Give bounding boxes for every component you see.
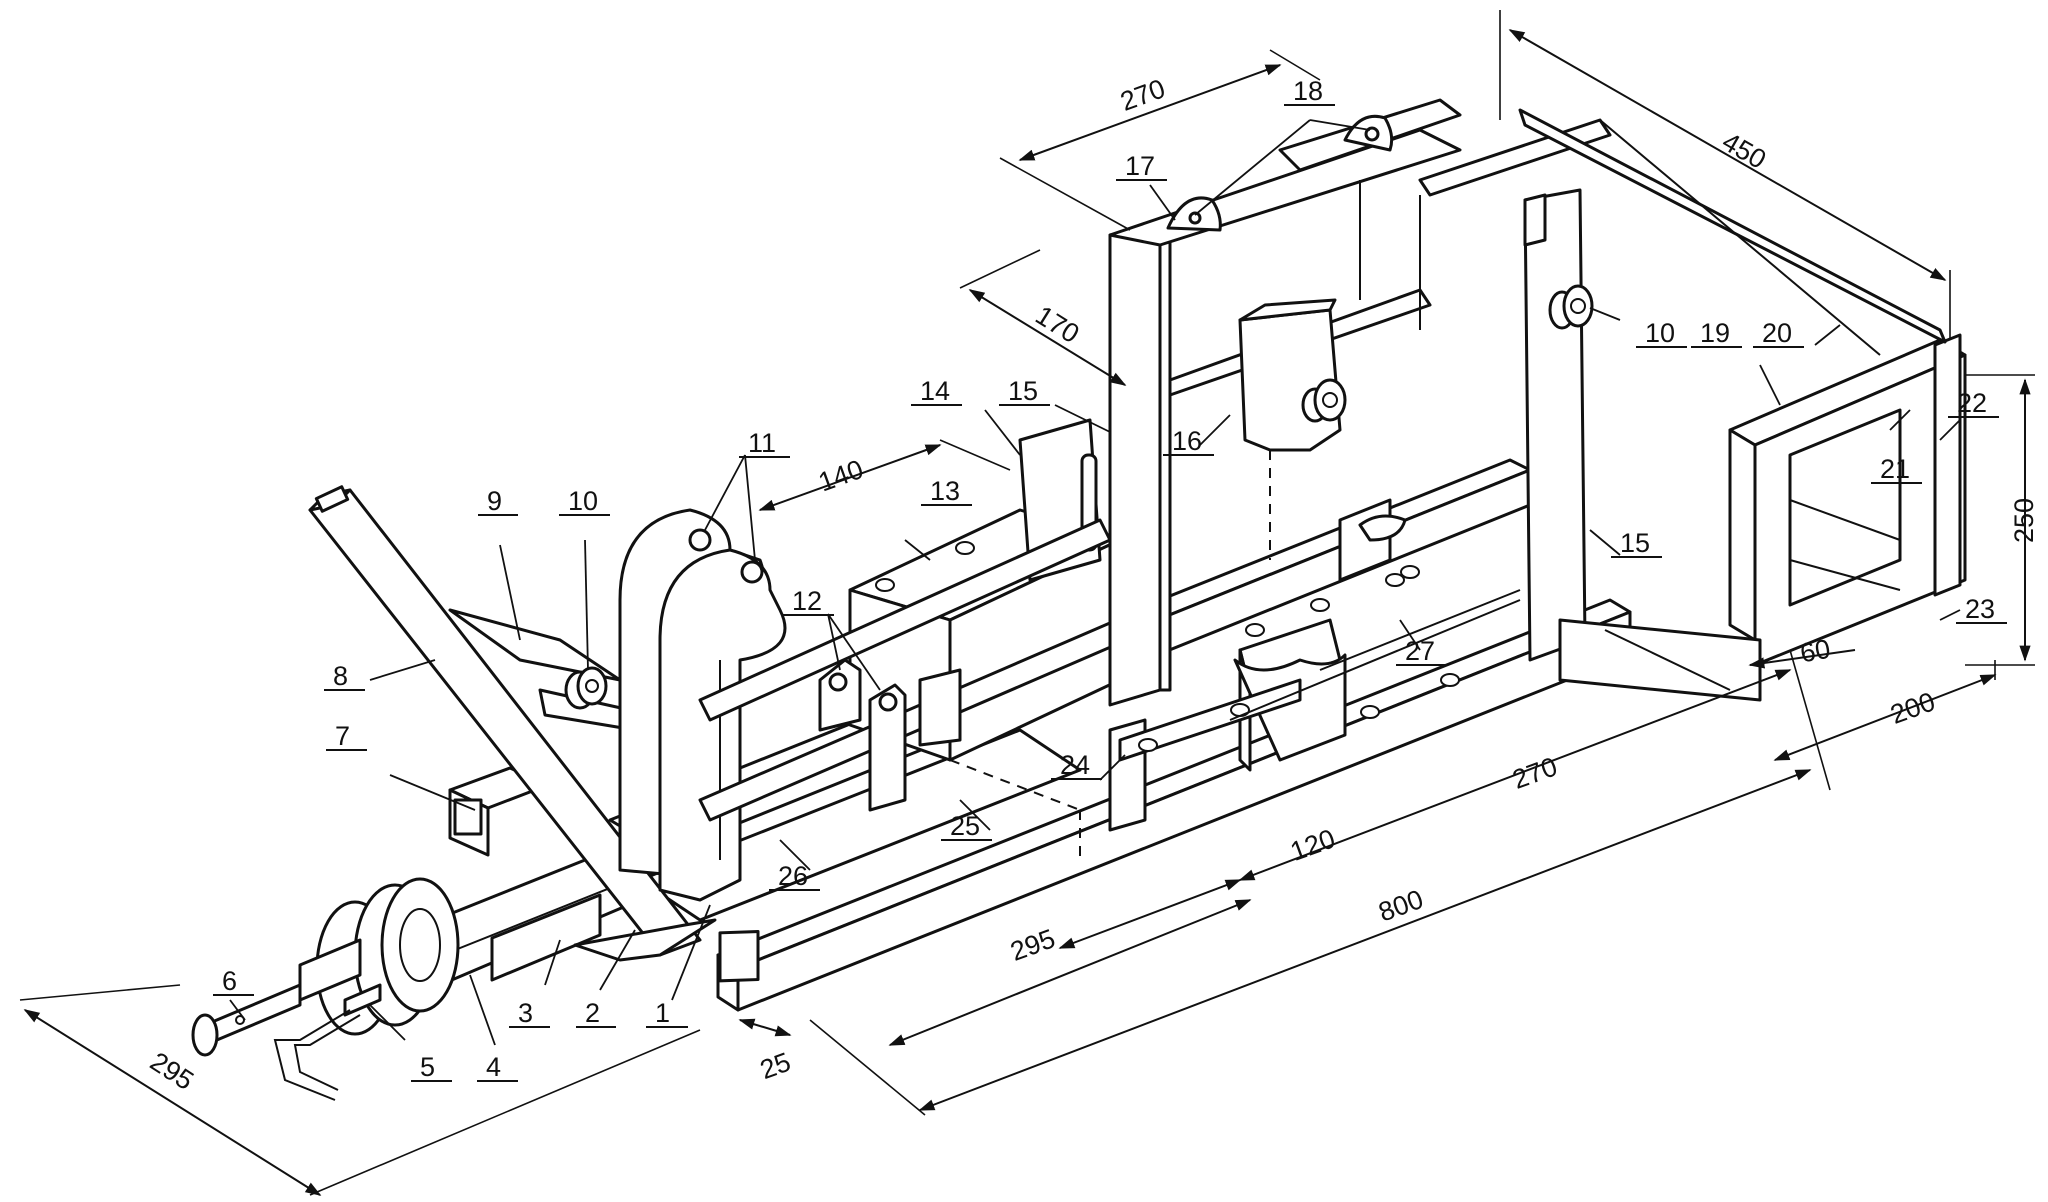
mid-frame: [698, 418, 1152, 822]
callout-10-right: 10: [1645, 318, 1675, 348]
dim-170: 170: [1030, 300, 1084, 349]
dim-295-mid: 295: [1006, 923, 1059, 967]
callout-9: 9: [487, 486, 502, 516]
callout-4: 4: [486, 1052, 501, 1082]
dim-60: 60: [1798, 634, 1833, 669]
callout-23: 23: [1965, 594, 1995, 624]
dim-295-left: 295: [145, 1046, 199, 1096]
callout-2: 2: [585, 998, 600, 1028]
dim-800: 800: [1375, 884, 1428, 928]
dim-270-bottom: 270: [1509, 751, 1562, 795]
callout-5: 5: [420, 1052, 435, 1082]
callout-10-left: 10: [568, 486, 598, 516]
dim-200: 200: [1886, 686, 1939, 730]
callout-6: 6: [222, 966, 237, 996]
dim-25: 25: [756, 1047, 794, 1085]
callout-21: 21: [1880, 454, 1910, 484]
callout-11: 11: [748, 428, 776, 458]
callout-1: 1: [655, 998, 670, 1028]
callout-3: 3: [518, 998, 533, 1028]
callout-7: 7: [335, 721, 350, 751]
callout-26: 26: [778, 861, 808, 891]
callout-22: 22: [1957, 388, 1987, 418]
callout-18: 18: [1293, 76, 1323, 106]
lever: [308, 485, 717, 962]
dim-140: 140: [815, 454, 868, 498]
callout-19: 20: [1762, 318, 1792, 348]
callout-17: 17: [1125, 151, 1155, 181]
callout-13: 13: [930, 476, 960, 506]
callout-15-right: 15: [1620, 528, 1650, 558]
callout-12: 12: [792, 586, 822, 616]
arch-brackets: [618, 508, 787, 902]
callout-25: 25: [950, 811, 980, 841]
callout-20: 19: [1700, 318, 1730, 348]
press-plate: [1238, 298, 1347, 560]
leader-lines: [229, 119, 1961, 1046]
callout-16: 16: [1172, 426, 1202, 456]
dim-270-top: 270: [1116, 73, 1169, 117]
callout-14: 14: [920, 376, 950, 406]
callout-labels: 1 2 3 4 5 6 7 8 9 10 11 12 13 14 15 15 1…: [213, 76, 2007, 1082]
dim-450: 450: [1717, 126, 1771, 175]
callout-15-left: 15: [1008, 376, 1038, 406]
dimension-lines: [19, 10, 2035, 1196]
callout-27: 27: [1405, 636, 1435, 666]
callout-24: 24: [1060, 750, 1090, 780]
callout-8: 8: [333, 661, 348, 691]
dim-120: 120: [1286, 823, 1339, 867]
dim-250: 250: [2009, 498, 2039, 543]
